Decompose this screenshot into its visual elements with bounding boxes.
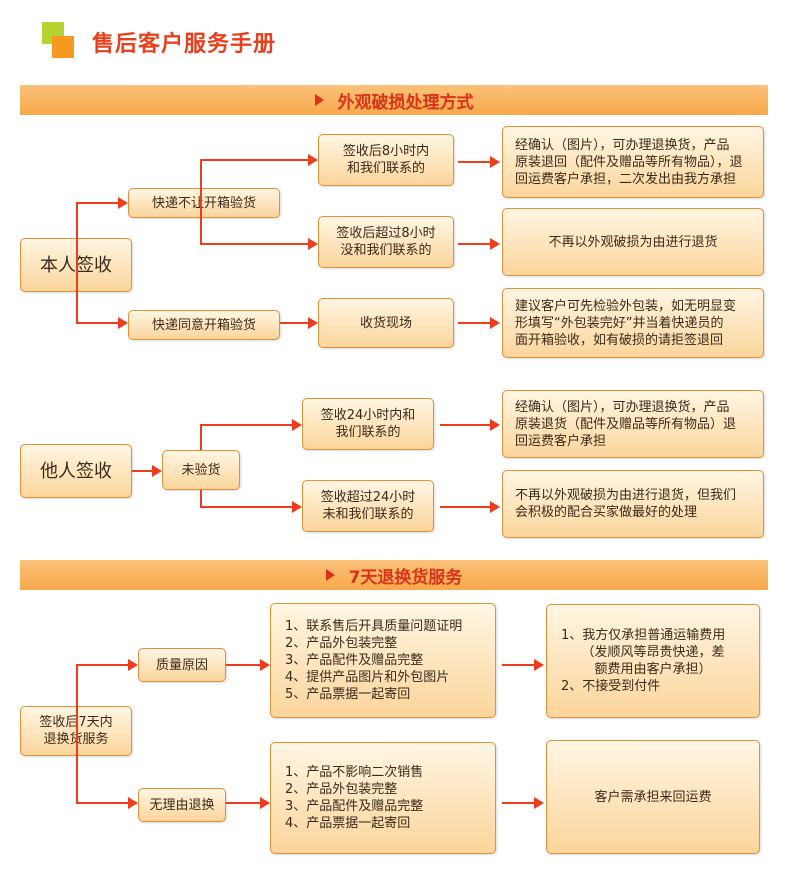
arrow-head-icon	[490, 501, 500, 513]
list-item: 1、产品不影响二次销售	[285, 765, 424, 780]
connector	[226, 802, 260, 804]
connector	[76, 202, 78, 323]
arrow-head-icon	[118, 317, 128, 329]
arrow-head-icon	[118, 197, 128, 209]
node-over-8h: 签收后超过8小时 没和我们联系的	[318, 216, 454, 268]
section-banner-7day: 7天退换货服务	[20, 560, 768, 590]
list-item: 额费用由客户承担）	[594, 662, 712, 677]
connector	[200, 424, 292, 426]
arrow-head-icon	[292, 419, 302, 431]
logo-square-orange	[52, 36, 74, 58]
result-no-return: 不再以外观破损为由进行退货	[502, 208, 764, 276]
list-item: 3、产品配件及赠品完整	[285, 799, 424, 814]
connector	[200, 243, 308, 245]
node-no-reason: 无理由退换	[138, 788, 226, 822]
arrow-head-icon	[128, 659, 138, 671]
page-title: 售后客户服务手册	[92, 32, 277, 57]
result-return-confirmed: 经确认（图片），可办理退换货，产品 原装退回（配件及赠品等所有物品），退 回运费…	[502, 126, 764, 198]
arrow-head-icon	[490, 156, 500, 168]
arrow-head-icon	[308, 238, 318, 250]
node-quality-reason: 质量原因	[138, 648, 226, 682]
arrow-head-icon	[308, 154, 318, 166]
play-arrow-icon	[314, 94, 324, 106]
arrow-head-icon	[260, 797, 270, 809]
list-item: 4、产品票据一起寄回	[285, 816, 411, 831]
arrow-head-icon	[260, 659, 270, 671]
list-item: （发顺风等昂贵快递，差	[581, 645, 725, 660]
connector	[200, 490, 202, 508]
connector	[76, 802, 128, 804]
section-title: 外观破损处理方式	[337, 92, 474, 113]
connector	[502, 664, 534, 666]
arrow-head-icon	[490, 238, 500, 250]
list-item: 2、不接受到付件	[561, 679, 661, 694]
arrow-head-icon	[292, 501, 302, 513]
result-inspect-package: 建议客户可先检验外包装，如无明显变 形填写“外包装完好”并当着快递员的 面开箱验…	[502, 288, 764, 358]
arrow-head-icon	[490, 317, 500, 329]
connector	[458, 322, 492, 324]
arrow-head-icon	[308, 317, 318, 329]
node-within-8h: 签收后8小时内 和我们联系的	[318, 134, 454, 186]
node-other-sign: 他人签收	[20, 444, 132, 498]
connector	[226, 664, 260, 666]
connector	[76, 202, 118, 204]
list-item: 1、我方仅承担普通运输费用	[561, 628, 726, 643]
result-no-return-other: 不再以外观破损为由进行退货，但我们 会积极的配合买家做最好的处理	[502, 470, 764, 538]
arrow-head-icon	[534, 797, 544, 809]
result-return-confirmed-other: 经确认（图片），可办理退换货，产品 原装退货（配件及赠品等所有物品）退 回运费客…	[502, 390, 764, 458]
node-courier-allow-open: 快递同意开箱验货	[128, 310, 280, 340]
connector	[76, 664, 128, 666]
connector	[200, 506, 292, 508]
node-receiving-site: 收货现场	[318, 298, 454, 348]
list-item: 2、产品外包装完整	[285, 636, 398, 651]
section-banner-damage: 外观破损处理方式	[20, 85, 768, 115]
list-item: 5、产品票据一起寄回	[285, 687, 411, 702]
result-quality-shipping: 1、我方仅承担普通运输费用 （发顺风等昂贵快递，差 额费用由客户承担） 2、不接…	[546, 604, 760, 718]
list-item: 3、产品配件及赠品完整	[285, 653, 424, 668]
node-not-inspected: 未验货	[162, 450, 240, 490]
list-item: 4、提供产品图片和外包图片	[285, 670, 450, 685]
arrow-head-icon	[534, 659, 544, 671]
connector	[440, 424, 492, 426]
list-quality-requirements: 1、联系售后开具质量问题证明 2、产品外包装完整 3、产品配件及赠品完整 4、提…	[270, 603, 496, 718]
connector	[502, 802, 534, 804]
list-noreason-requirements: 1、产品不影响二次销售 2、产品外包装完整 3、产品配件及赠品完整 4、产品票据…	[270, 742, 496, 854]
connector	[200, 159, 202, 245]
connector	[200, 159, 308, 161]
arrow-head-icon	[490, 419, 500, 431]
result-noreason-shipping: 客户需承担来回运费	[546, 740, 760, 854]
node-courier-no-open: 快递不让开箱验货	[128, 188, 280, 218]
list-item: 1、联系售后开具质量问题证明	[285, 619, 463, 634]
connector	[440, 506, 492, 508]
connector	[200, 424, 202, 450]
section-title: 7天退换货服务	[348, 567, 463, 588]
arrow-head-icon	[152, 465, 162, 477]
arrow-head-icon	[128, 797, 138, 809]
connector	[458, 243, 492, 245]
connector	[280, 322, 308, 324]
play-arrow-icon	[325, 569, 335, 581]
list-item: 2、产品外包装完整	[285, 782, 398, 797]
connector	[76, 322, 118, 324]
node-over-24h: 签收超过24小时 未和我们联系的	[302, 480, 434, 532]
connector	[76, 664, 78, 802]
node-within-24h: 签收24小时内和 我们联系的	[302, 398, 434, 450]
connector	[458, 161, 492, 163]
connector	[132, 470, 152, 472]
